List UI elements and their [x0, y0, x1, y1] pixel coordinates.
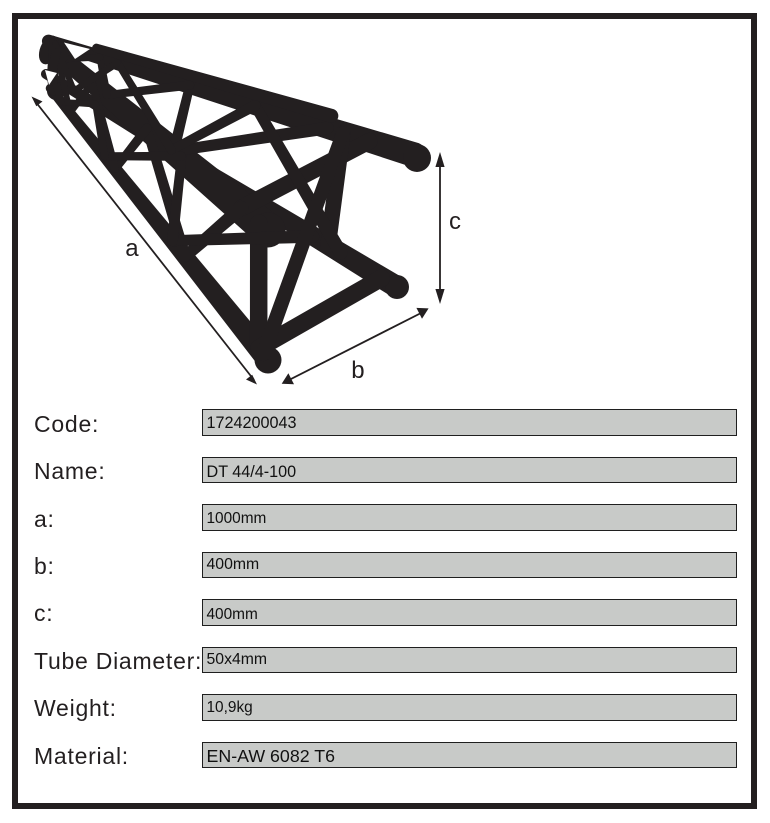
- svg-text:b: b: [351, 357, 364, 384]
- svg-text:c: c: [449, 208, 461, 235]
- svg-text:a: a: [125, 235, 139, 262]
